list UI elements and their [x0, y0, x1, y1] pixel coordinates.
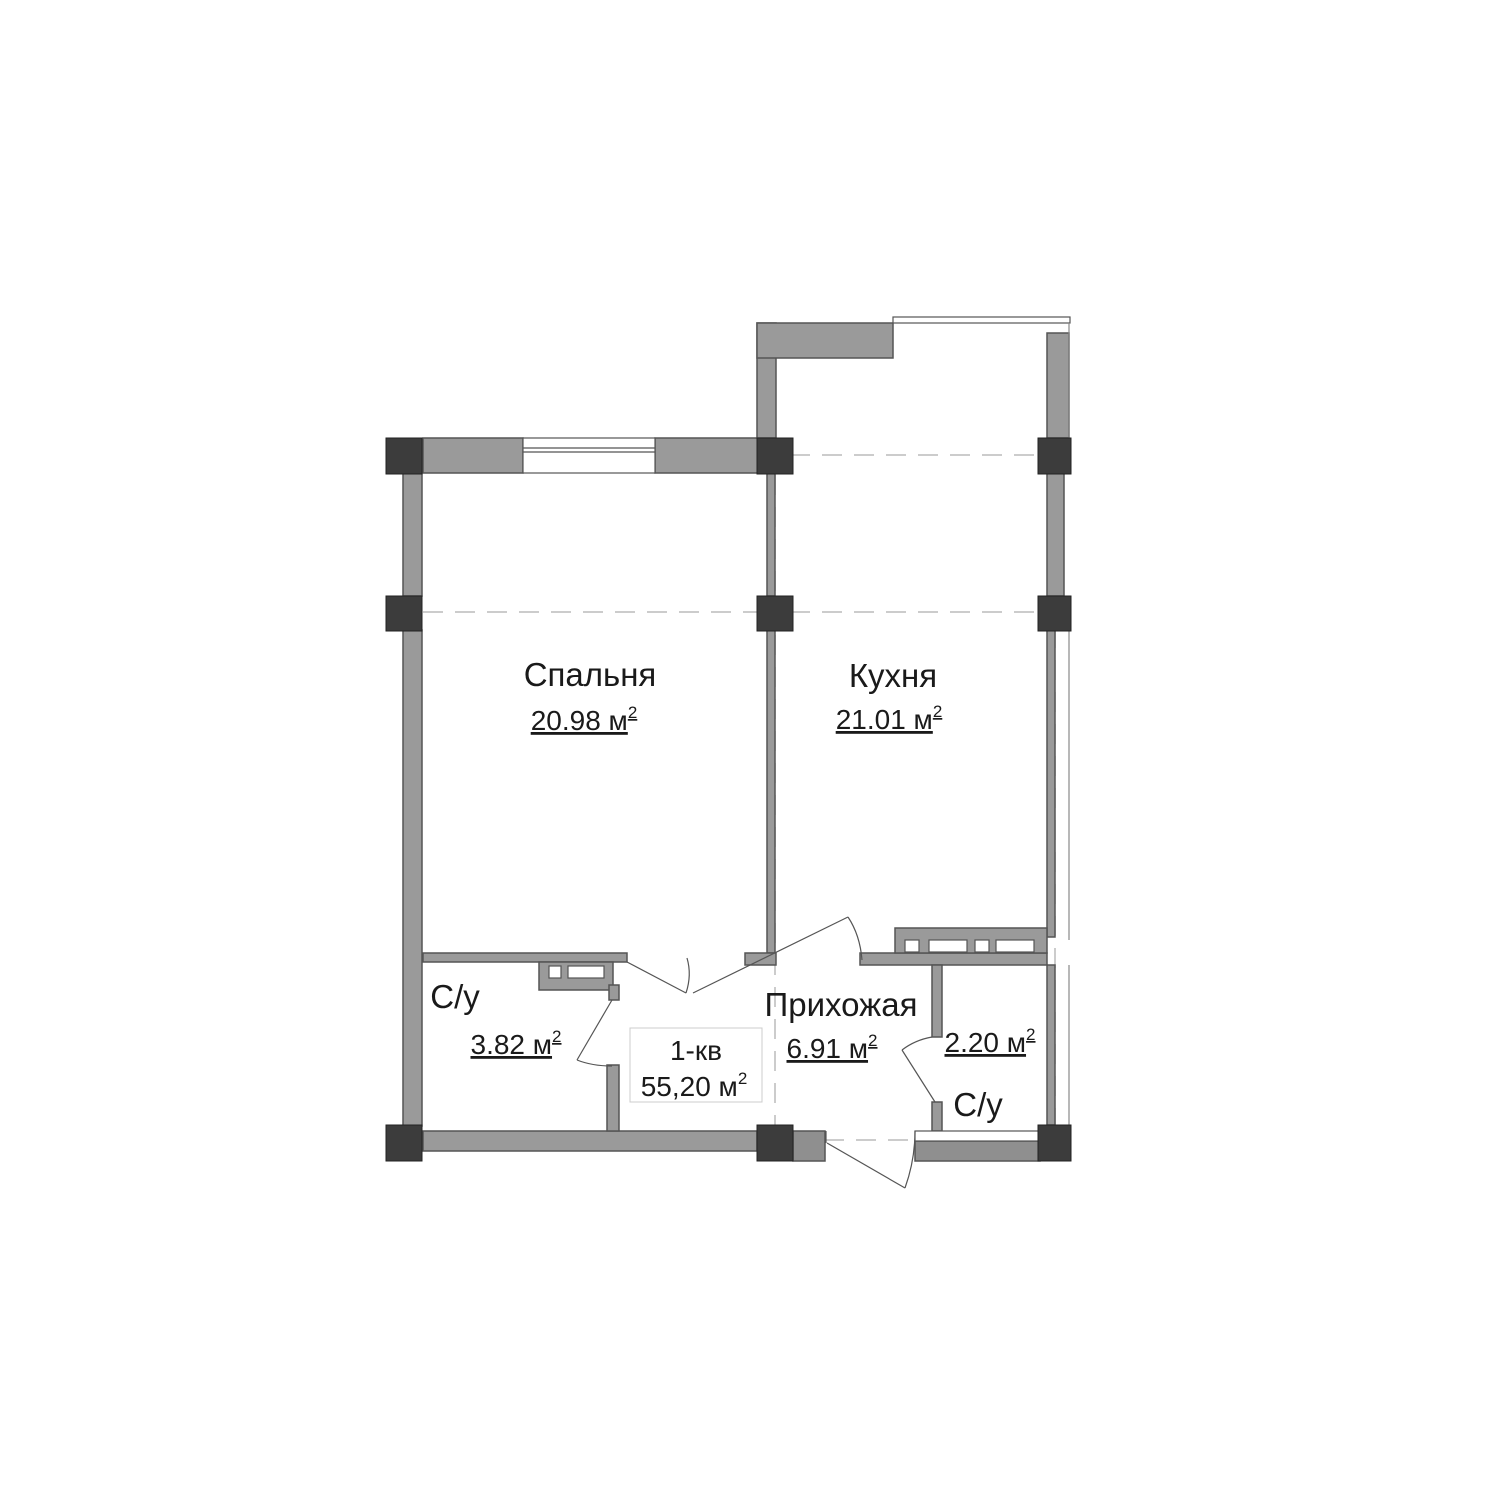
room-area-bathroom-right: 2.20 м2 [945, 1025, 1036, 1058]
column [1037, 595, 1072, 632]
column [1037, 1124, 1072, 1162]
wall-partition-lower [766, 629, 776, 954]
door-bathroom-right [901, 1049, 936, 1103]
wall-rbath-vertical [931, 964, 943, 1038]
apartment-summary-box [629, 1027, 763, 1103]
window-balcony [892, 316, 1071, 324]
window-bedroom [522, 437, 656, 474]
wall-bottom-right [914, 1140, 1041, 1162]
wall-bath-vertical [606, 1064, 620, 1132]
wall-duct-block [894, 927, 1048, 954]
column [756, 1124, 794, 1162]
wall-balcony-top [756, 322, 894, 359]
apartment-type: 1-кв [670, 1035, 722, 1066]
room-area-bathroom-left: 3.82 м2 [471, 1027, 562, 1060]
apartment-total-area: 55,20 м2 [641, 1069, 748, 1102]
column [385, 437, 423, 475]
wall-left-upper [402, 472, 423, 597]
wall-right-lower [1046, 629, 1056, 938]
room-name-kitchen: Кухня [849, 657, 937, 694]
wall-top-mid [654, 437, 760, 474]
wall-top-left [422, 437, 524, 474]
room-name-bathroom-left: С/у [430, 978, 480, 1015]
room-name-bedroom: Спальня [524, 656, 657, 693]
walls [402, 322, 1070, 1162]
room-name-bathroom-right: С/у [953, 1086, 1003, 1123]
columns [385, 437, 1072, 1162]
doors [576, 916, 936, 1189]
column [1037, 437, 1072, 475]
wall-right-bath [1046, 964, 1056, 1126]
wall-kitchen-bottom [859, 952, 1048, 966]
wall-bath-door-jamb [608, 984, 620, 1001]
door-bathroom-left [576, 999, 613, 1061]
wall-entry-left [792, 1130, 826, 1162]
room-area-bedroom: 20.98 м2 [531, 703, 638, 736]
wall-rbath-jamb [931, 1101, 943, 1132]
wall-right-upper [1046, 472, 1065, 597]
column [385, 595, 423, 632]
windows [522, 316, 1071, 1142]
labels: Спальня 20.98 м2 Кухня 21.01 м2 Прихожая… [430, 656, 1035, 1123]
wall-right-top [1046, 332, 1070, 439]
wall-left-lower [402, 629, 423, 1127]
door-entrance [826, 1142, 906, 1189]
room-name-hallway: Прихожая [765, 986, 918, 1023]
ducts [548, 939, 1035, 979]
wall-bottom-left [422, 1130, 758, 1152]
room-area-hallway: 6.91 м2 [787, 1031, 878, 1064]
column [756, 595, 794, 632]
room-area-kitchen: 21.01 м2 [836, 702, 943, 735]
column [385, 1124, 423, 1162]
wall-bath-top [422, 952, 628, 963]
door-kitchen [692, 916, 849, 994]
column [756, 437, 794, 475]
window-entry-frame [914, 1130, 1041, 1142]
door-bedroom [626, 961, 687, 994]
wall-partition-upper [766, 472, 776, 597]
